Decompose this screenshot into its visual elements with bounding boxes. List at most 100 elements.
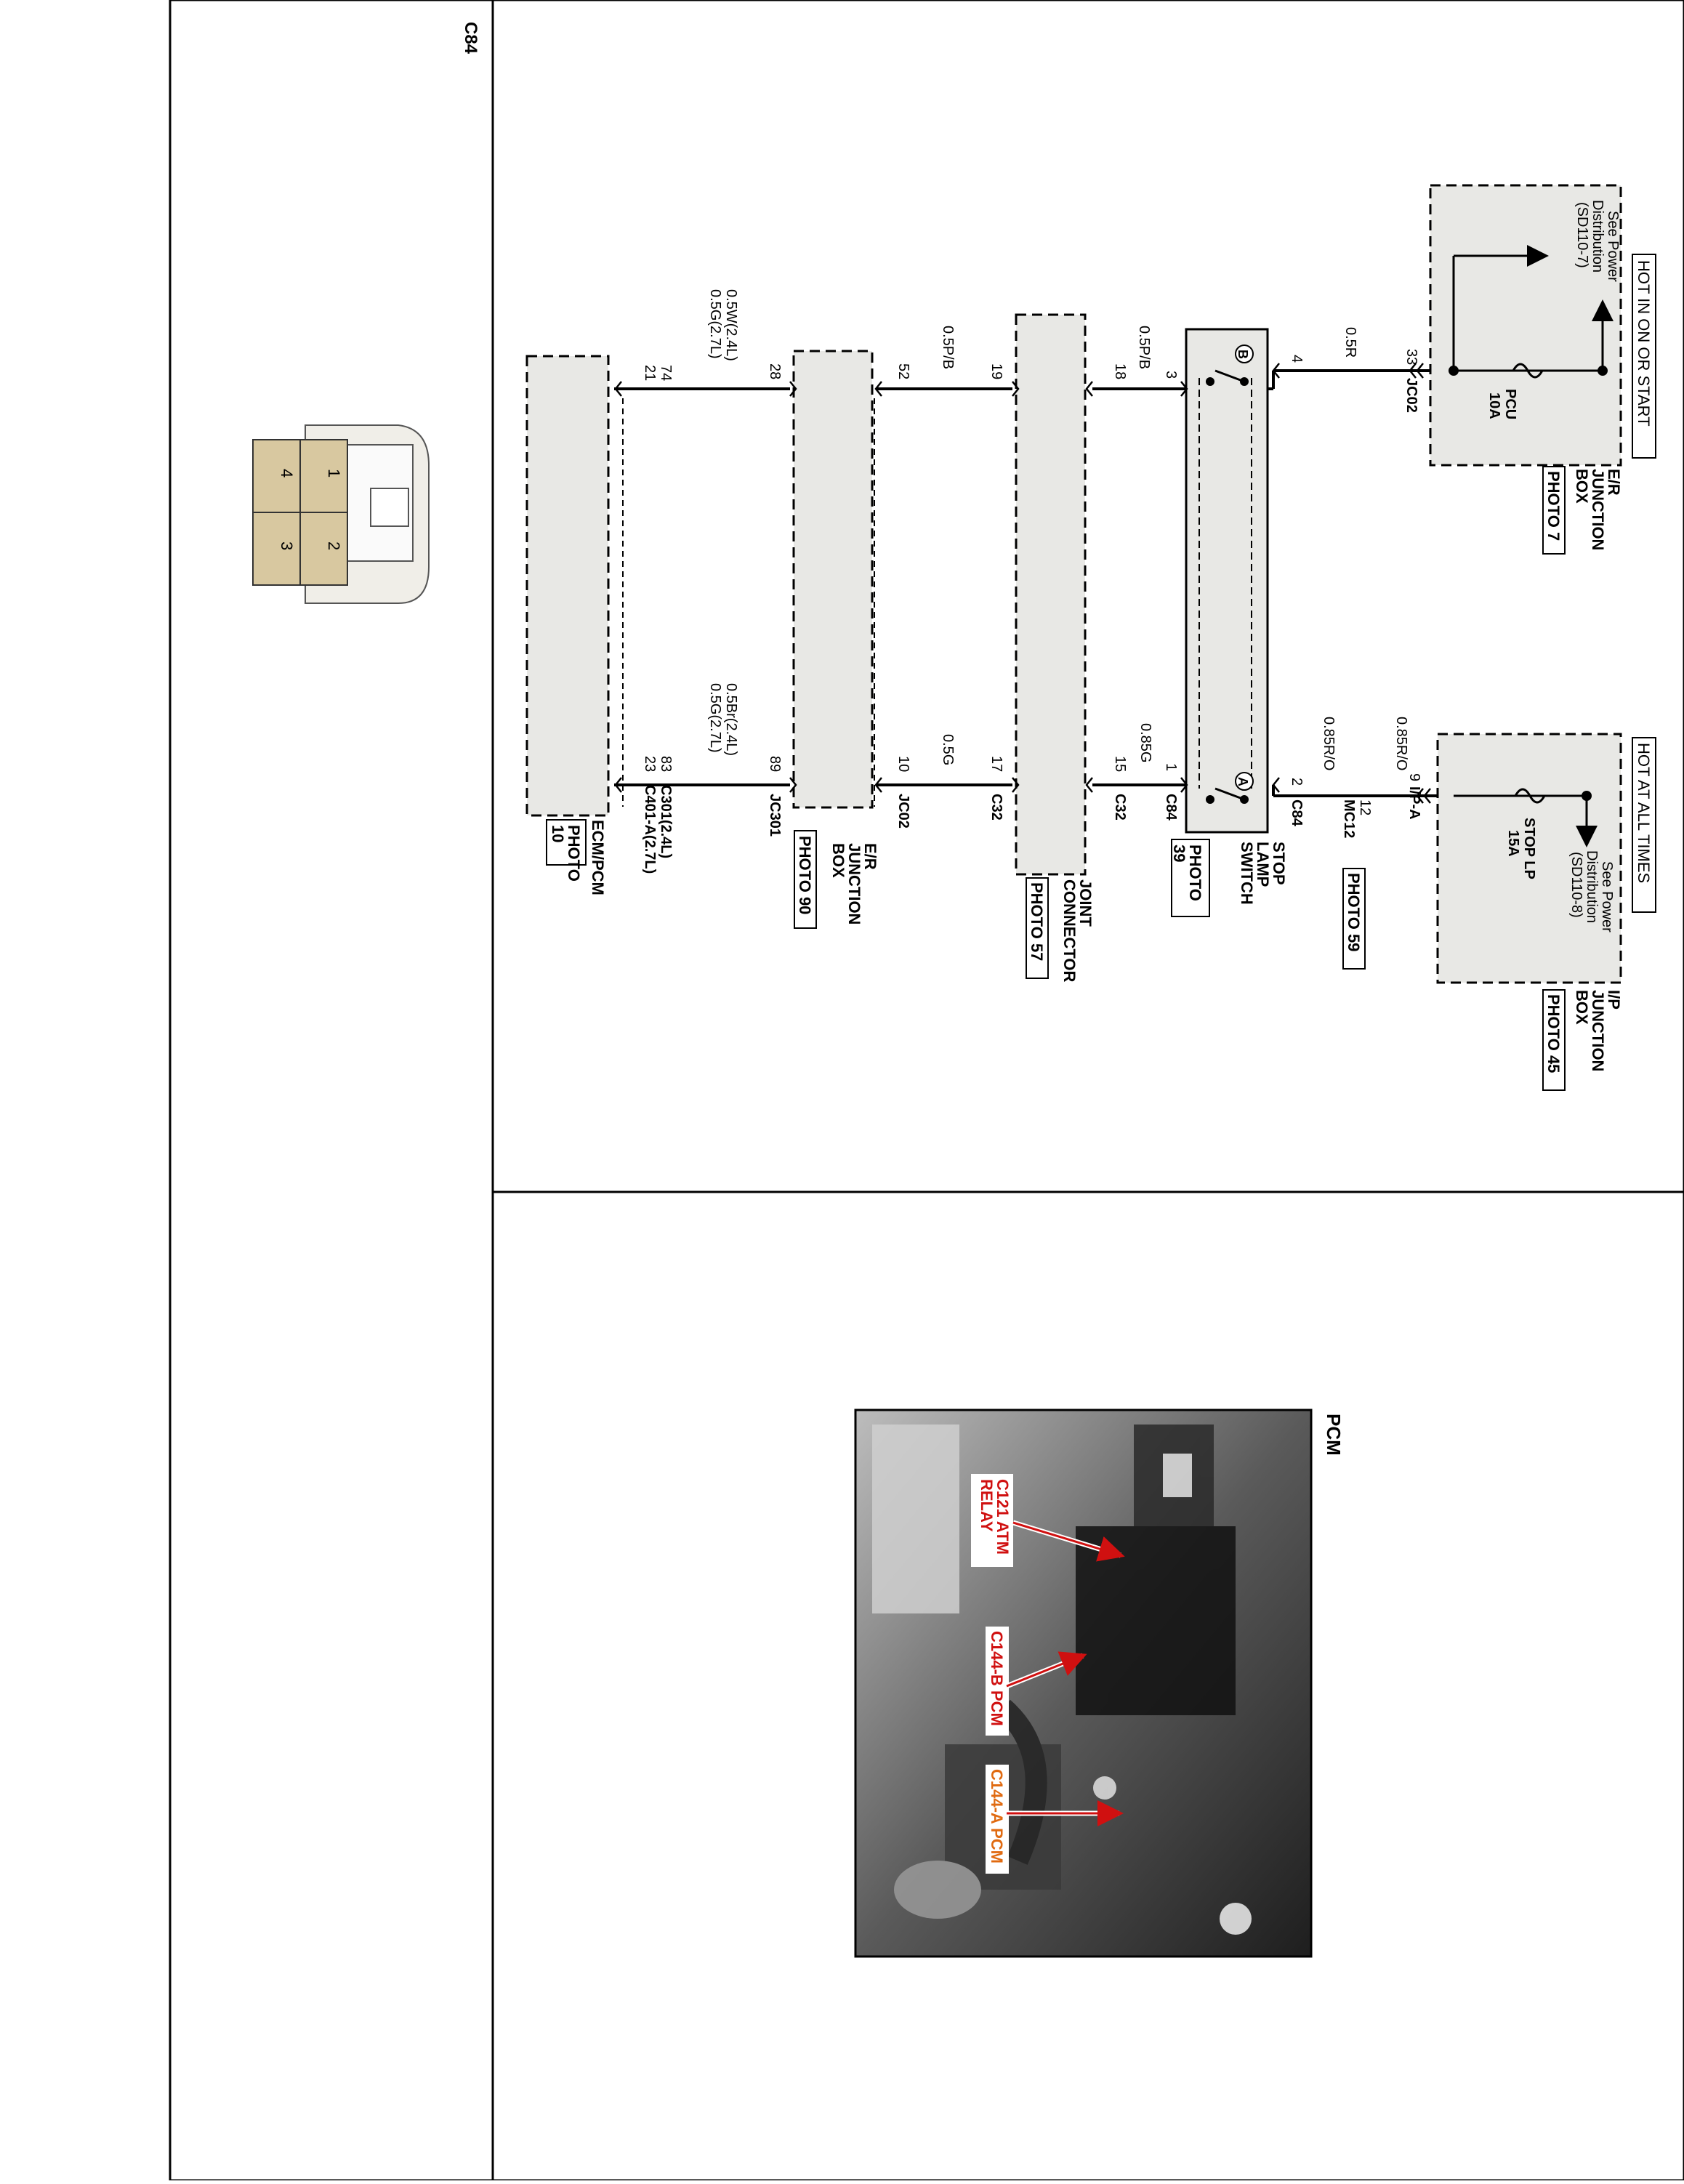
wire-085ro-2: 0.85R/O [1321,717,1337,770]
joint-connector-label-1: JOINT [1076,879,1095,927]
hot-in-on-or-start-header: HOT IN ON OR START [1635,260,1653,427]
conn-c401-a: C401-A(2.7L) [642,785,658,874]
conn-c84-b: C84 [1163,794,1179,821]
upper-wire-run: 33 JC02 0.5R 4 3 0.5P/B 18 19 0.5P/B 52 … [614,289,1430,807]
ecm-photo-1: PHOTO [565,825,583,882]
pin-19: 19 [988,363,1004,379]
stop-lp-fuse-name: STOP LP [1521,818,1537,879]
c84-connector-face: 1 2 3 4 [252,424,430,604]
pin-33: 33 [1403,349,1419,365]
pin-21: 21 [642,365,658,381]
joint-connector: JOINT CONNECTOR PHOTO 57 [1015,313,1095,982]
er-box-label-1: E/R [1605,469,1623,496]
pcu-fuse-name: PCU [1502,389,1518,419]
ecm-photo-2: 10 [549,825,567,842]
conn-c32-b: C32 [988,794,1004,821]
pin-83: 83 [658,756,674,772]
connector-title: C84 [461,22,480,55]
circuit-diagram: HOT IN ON OR START See Power Distributio… [525,184,1656,1091]
wire-05g-27l-lower: 0.5G(2.7L) [707,683,723,753]
er-box-middle-label-2: JUNCTION [845,843,863,924]
pin-28: 28 [767,363,783,379]
photo-panel: PCM C121 ATM RELAY C144-B PCM C144-A PCM [854,1409,1345,1958]
callout-relay: RELAY [978,1479,996,1532]
power-note-upper-2: Distribution [1590,200,1606,273]
ip-box-label-1: I/P [1605,990,1623,1010]
conn-jc02-upper: JC02 [1403,378,1419,413]
wire-085g: 0.85G [1137,723,1153,762]
power-note-lower-1: See Power [1599,861,1615,932]
ip-box-label-2: JUNCTION [1589,990,1607,1071]
power-note-upper-3: (SD110-7) [1574,202,1590,268]
conn-c32-a: C32 [1112,794,1128,821]
pin-10: 10 [895,756,911,772]
callout-c121-atm: C121 ATM [994,1479,1012,1555]
er-box-middle-label-3: BOX [829,843,847,878]
photo-panel-title: PCM [1323,1414,1345,1456]
connector-chevrons [614,363,1431,804]
switch-b-label: B [1236,350,1250,359]
er-box-photo: PHOTO 7 [1544,471,1563,541]
pcu-fuse-icon [1512,363,1544,379]
er-box-middle-photo: PHOTO 90 [796,836,814,914]
wire-05w-24l: 0.5W(2.4L) [723,289,739,361]
power-note-lower-3: (SD110-8) [1568,852,1584,918]
pin-1: 1 [1163,763,1179,771]
ip-box-photo: PHOTO 45 [1544,994,1563,1073]
conn-c84-a: C84 [1289,799,1305,827]
hot-at-all-times-header: HOT AT ALL TIMES [1635,743,1653,883]
wire-05pb-2: 0.5P/B [940,326,956,369]
pin-23: 23 [642,756,658,772]
header-box-lower [1632,737,1656,913]
er-box-label-2: JUNCTION [1589,469,1607,550]
pin-2-label: 2 [325,541,343,550]
pin-1-label: 1 [325,469,343,478]
conn-jc301: JC301 [767,794,783,837]
callout-c144-b-pcm: C144-B PCM [988,1631,1006,1726]
joint-connector-label-2: CONNECTOR [1060,879,1079,982]
power-note-upper-1: See Power [1605,211,1621,282]
pin-15: 15 [1112,756,1128,772]
pin-52: 52 [895,363,911,379]
ip-junction-box: HOT AT ALL TIMES See Power Distribution … [1436,733,1656,1091]
stop-lp-fuse-icon [1514,788,1546,804]
ip-junction-box-outline [1436,733,1622,984]
pin-74: 74 [658,365,674,381]
wire-05pb-1: 0.5P/B [1136,326,1152,369]
ecm-pcm: ECM/PCM PHOTO 10 [525,355,610,895]
pin-17: 17 [988,756,1004,772]
photo-59: PHOTO 59 [1345,873,1363,951]
pin-4: 4 [1289,355,1305,363]
pin-12: 12 [1357,799,1373,815]
ecm-pcm-label: ECM/PCM [589,820,607,895]
conn-jc02-lower: JC02 [895,794,911,829]
pin-18: 18 [1112,363,1128,379]
conn-c301: C301(2.4L) [658,785,674,858]
pin-2: 2 [1289,778,1305,786]
er-box-middle-label-1: E/R [861,843,879,870]
power-note-lower-2: Distribution [1584,850,1600,923]
latch-window [370,488,409,527]
stop-lamp-photo-1: PHOTO [1186,845,1204,901]
callout-c144-a-pcm: C144-A PCM [988,1769,1006,1863]
pin-3-label: 3 [278,541,296,550]
pin-89: 89 [767,756,783,772]
ip-box-label-3: BOX [1573,990,1591,1025]
switch-a-label: A [1236,777,1250,786]
switch-b-marker [1235,344,1254,363]
joint-connector-photo: PHOTO 57 [1028,882,1046,961]
stop-lamp-photo-2: 39 [1170,845,1188,862]
stop-lamp-switch-label-2: LAMP [1254,842,1272,887]
er-box-middle-outline [792,350,874,809]
pin-9: 9 [1406,773,1422,781]
switch-a-marker [1235,772,1254,791]
wire-05r: 0.5R [1342,327,1358,358]
stop-lamp-switch-outline [1185,328,1269,834]
ecm-pcm-outline [525,355,610,817]
wire-05br-24l: 0.5Br(2.4L) [723,683,739,756]
connector-panel: C84 1 2 3 4 [252,22,480,604]
pcu-fuse-rating: 10A [1486,392,1502,419]
wire-05g: 0.5G [940,734,956,765]
